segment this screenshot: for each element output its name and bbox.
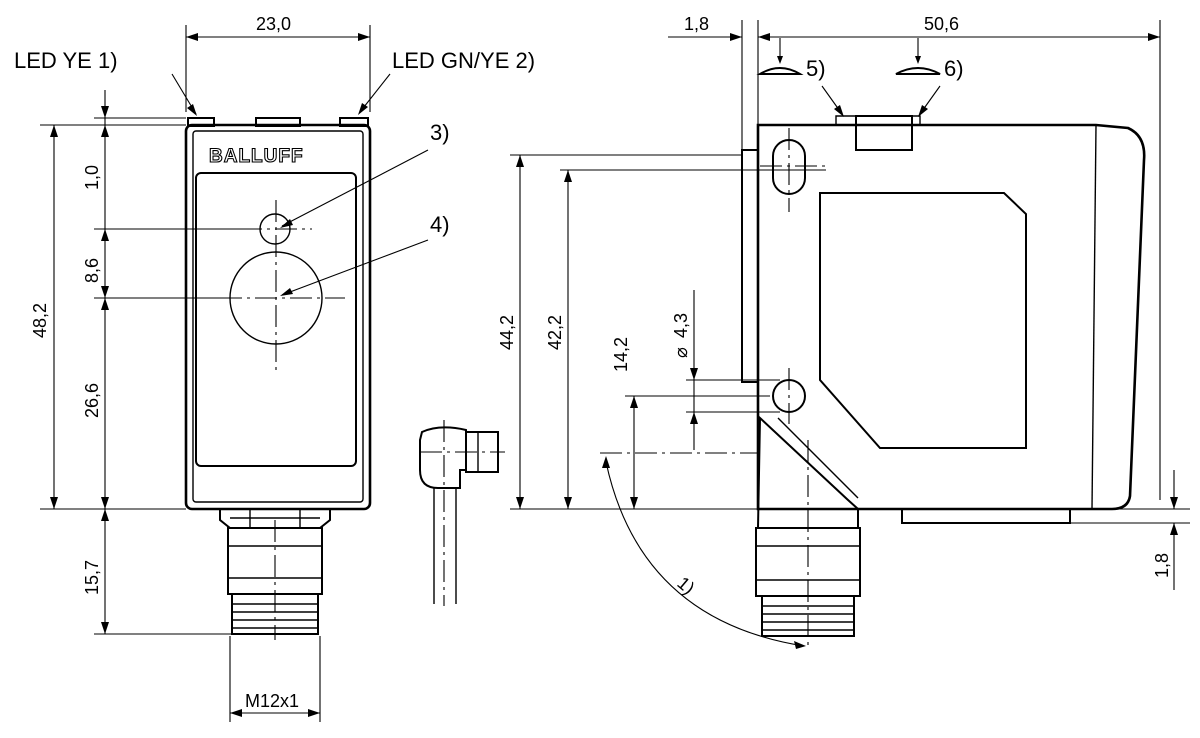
dim-thread: M12x1 (245, 691, 299, 711)
front-connector (219, 510, 331, 635)
dim-44-2: 44,2 (497, 315, 517, 350)
callout-5: 5) (806, 56, 826, 81)
led-ye-label: LED YE 1) (14, 48, 118, 73)
front-view: BALLUFF 23,0 (14, 14, 535, 722)
led-gnye-bump (339, 117, 369, 127)
dim-14-2: 14,2 (611, 337, 631, 372)
lens-window (195, 172, 357, 467)
dim-width-front: 23,0 (256, 14, 291, 34)
dim-48-2: 48,2 (30, 303, 50, 338)
angle-note: 1) (673, 573, 698, 599)
callout-4: 4) (430, 212, 450, 237)
dim-dia-4-3: 4,3 (671, 313, 691, 338)
dim-8-6: 8,6 (82, 258, 102, 283)
side-housing-outline (756, 123, 1146, 511)
top-center-bump (255, 117, 301, 127)
dim-15-7: 15,7 (82, 560, 102, 595)
brand-logo: BALLUFF (209, 146, 304, 167)
front-housing-inner (192, 130, 364, 503)
callout-3: 3) (430, 120, 450, 145)
dim-26-6: 26,6 (82, 383, 102, 418)
dim-dia-symbol: ⌀ (671, 347, 691, 358)
front-housing-outline (184, 123, 372, 511)
dim-1-8-bottom: 1,8 (1152, 553, 1172, 578)
led-gnye-label: LED GN/YE 2) (392, 48, 535, 73)
dim-42-2: 42,2 (545, 315, 565, 350)
side-view: 1,8 50,6 5) 6) 44,2 42,2 (497, 14, 1190, 650)
dim-1-0: 1,0 (82, 165, 102, 190)
callout-6: 6) (944, 56, 964, 81)
dim-1-8-top: 1,8 (684, 14, 709, 34)
rotation-arc (605, 461, 805, 647)
dim-50-6: 50,6 (924, 14, 959, 34)
angled-cable-sketch (419, 420, 505, 606)
led-ye-bump (187, 117, 215, 127)
